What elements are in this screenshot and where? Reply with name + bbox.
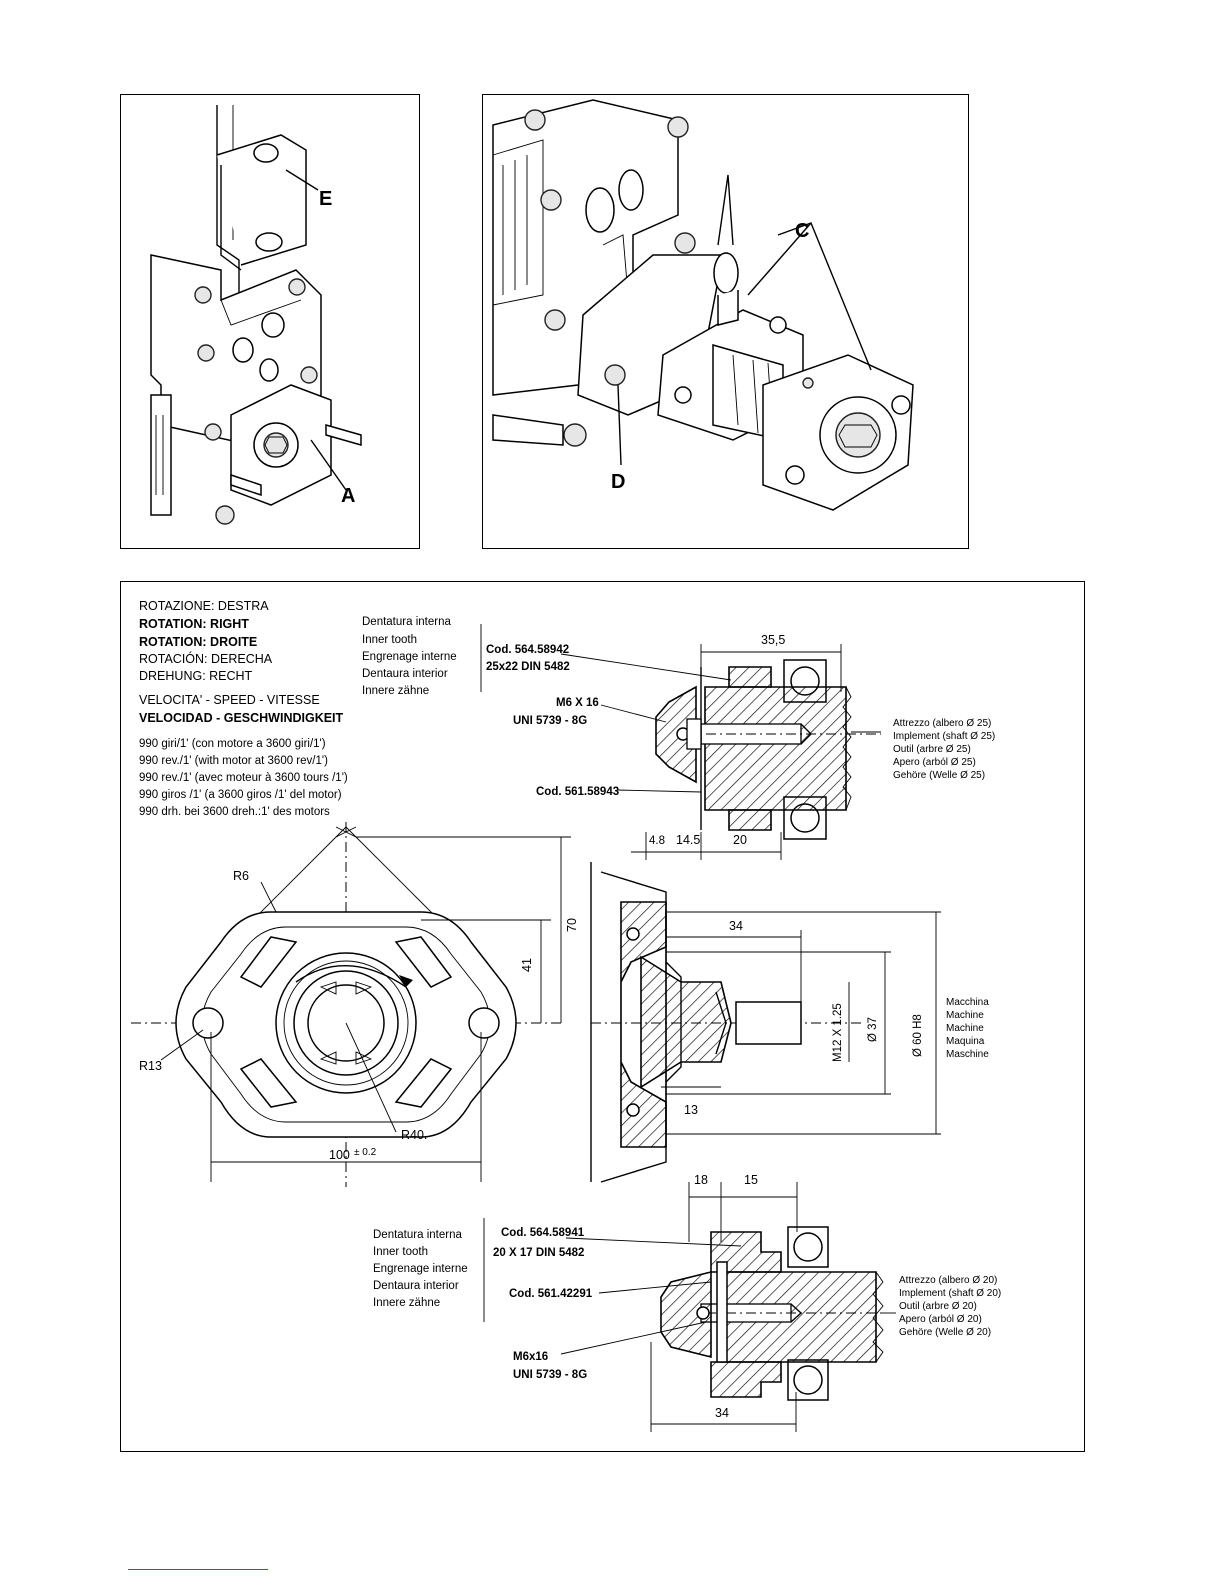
inner-tooth-bottom-de: Innere zähne [373,1297,440,1309]
dim-14-5: 14.5 [676,833,700,847]
dim-18: 18 [694,1173,708,1187]
leader-a [310,439,347,491]
spline-25x22: 25x22 DIN 5482 [486,661,570,673]
speed-line-fr: 990 rev./1' (avec moteur à 3600 tours /1… [139,772,348,784]
side-section-view: 34 13 M12 X 1.25 Ø 37 Ø 60 H8 Macchina M… [590,862,989,1183]
label-r40: R40. [401,1128,427,1142]
dim-35-5: 35,5 [761,633,785,647]
leader-e [285,169,319,191]
inner-tooth-top: Dentatura interna Inner tooth Engrenage … [362,616,482,697]
footer-link-underline [128,1569,268,1570]
implement-20-de: Gehöre (Welle Ø 20) [899,1327,991,1338]
rotation-de: DREHUNG: RECHT [139,669,253,683]
label-r6: R6 [233,869,249,883]
dim-15: 15 [744,1173,758,1187]
machine-es: Maquina [946,1036,985,1047]
speed-line-it: 990 giri/1' (con motore a 3600 giri/1') [139,738,326,750]
label-c: C [795,220,809,242]
speed-line-de: 990 drh. bei 3600 dreh.:1' des motors [139,806,330,818]
implement-20-it: Attrezzo (albero Ø 20) [899,1275,997,1286]
machine-it: Macchina [946,997,989,1008]
pump-adapter-illustration: C D [492,99,914,511]
inner-tooth-bottom-fr: Engrenage interne [373,1263,468,1275]
label-d: D [611,471,625,493]
dim-m12: M12 X 1.25 [832,1003,844,1062]
bolt-uni-5739: UNI 5739 - 8G [513,715,587,727]
rotation-it: ROTAZIONE: DESTRA [139,599,269,613]
inner-tooth-bottom-it: Dentatura interna [373,1229,462,1241]
spline-20x17: 20 X 17 DIN 5482 [493,1247,584,1259]
inner-tooth-top-en: Inner tooth [362,634,417,646]
label-r13: R13 [139,1059,162,1073]
code-561-58943: Cod. 561.58943 [536,786,619,798]
inner-tooth-top-es: Dentaura interior [362,668,448,680]
adapter-flange [577,174,914,511]
dim-34-bottom: 34 [715,1406,729,1420]
bolt-m6x16: M6 X 16 [556,697,599,709]
dim-34-side: 34 [729,919,743,933]
technical-drawing-frame: ROTAZIONE: DESTRA ROTATION: RIGHT ROTATI… [120,581,1085,1452]
speed-line-en: 990 rev./1' (with motor at 3600 rev/1') [139,755,328,767]
implement-20-fr: Outil (arbre Ø 20) [899,1301,977,1312]
bolt-m6x16-bottom: M6x16 [513,1351,548,1363]
speed-heading-2: VELOCIDAD - GESCHWINDIGKEIT [139,711,344,725]
dim-13: 13 [684,1103,698,1117]
photo-right-frame: C D [482,94,969,549]
implement-25-de: Gehöre (Welle Ø 25) [893,770,985,781]
rotation-text-block: ROTAZIONE: DESTRA ROTATION: RIGHT ROTATI… [139,599,348,818]
inner-tooth-bottom: Dentatura interna Inner tooth Engrenage … [373,1218,485,1322]
dim-70: 70 [565,918,579,932]
code-564-58941: Cod. 564.58941 [501,1227,585,1239]
label-e: E [319,188,332,210]
dim-dia60: Ø 60 H8 [912,1014,924,1057]
implement-25-fr: Outil (arbre Ø 25) [893,744,971,755]
label-a: A [341,485,355,507]
rotation-es: ROTACIÓN: DERECHA [139,651,273,666]
top-coupling-section: Cod. 564.58942 25x22 DIN 5482 M6 X 16 UN… [486,633,995,860]
rotation-en: ROTATION: RIGHT [139,617,249,631]
leader-d [617,384,622,466]
implement-25-es: Apero (arból Ø 25) [893,757,976,768]
pump-body [150,254,362,525]
implement-20-es: Apero (arból Ø 20) [899,1314,982,1325]
inner-tooth-top-de: Innere zähne [362,685,429,697]
implement-25-it: Attrezzo (albero Ø 25) [893,718,991,729]
bottom-coupling-section: Cod. 564.58941 20 X 17 DIN 5482 Cod. 561… [493,1173,1001,1432]
bolt-uni-bottom: UNI 5739 - 8G [513,1369,587,1381]
rotation-fr: ROTATION: DROITE [139,635,257,649]
dim-41: 41 [520,958,534,972]
inner-tooth-top-it: Dentatura interna [362,616,451,628]
inner-tooth-top-fr: Engrenage interne [362,651,457,663]
bracket-e [216,105,307,375]
code-564-58942: Cod. 564.58942 [486,644,569,656]
machine-de: Maschine [946,1049,989,1060]
machine-en: Machine [946,1010,984,1021]
flange-front-view: R6 R13 R40. 100 ± 0.2 70 41 [131,822,579,1187]
speed-heading-1: VELOCITA' - SPEED - VITESSE [139,693,320,707]
implement-25-en: Implement (shaft Ø 25) [893,731,995,742]
dim-4-8: 4.8 [649,835,665,847]
technical-drawing: ROTAZIONE: DESTRA ROTATION: RIGHT ROTATI… [131,599,1001,1432]
inner-tooth-bottom-en: Inner tooth [373,1246,428,1258]
dim-100-tol: ± 0.2 [354,1147,377,1158]
dim-100: 100 [329,1148,350,1162]
dim-20: 20 [733,833,747,847]
code-561-42291: Cod. 561.42291 [509,1288,593,1300]
photo-left-frame: E A [120,94,420,549]
implement-20-en: Implement (shaft Ø 20) [899,1288,1001,1299]
pump-bracket-illustration: E A [150,105,362,525]
inner-tooth-bottom-es: Dentaura interior [373,1280,459,1292]
speed-line-es: 990 giros /1' (a 3600 giros /1' del moto… [139,789,342,801]
machine-fr: Machine [946,1023,984,1034]
leader-c2 [747,222,812,296]
dim-dia37: Ø 37 [867,1017,879,1042]
